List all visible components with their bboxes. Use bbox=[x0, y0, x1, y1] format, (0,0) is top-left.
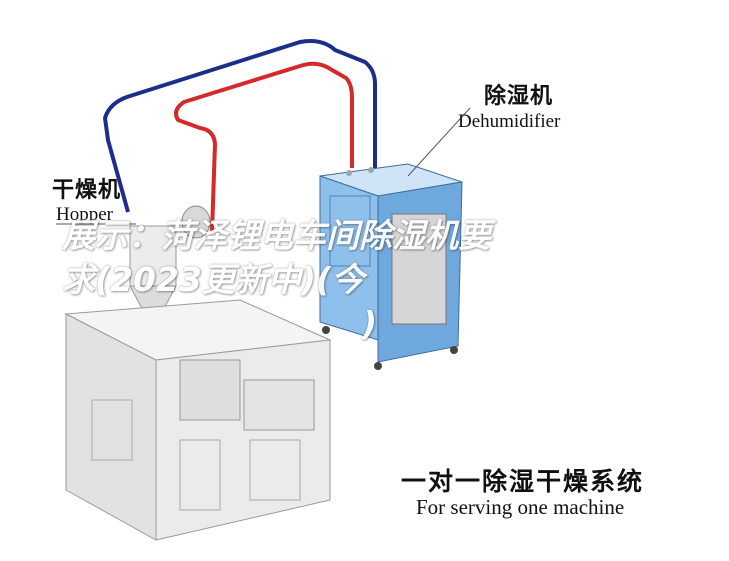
overlay-title-line-3: ) bbox=[362, 304, 378, 343]
red-return-pipe bbox=[174, 61, 354, 233]
dehumidifier-en-label: Dehumidifier bbox=[458, 111, 561, 132]
dehumidifier-leader-line bbox=[407, 107, 471, 177]
overlay-title-line-2: 求(2023更新中)(今 bbox=[62, 260, 365, 299]
overlay-title-line-1: 展示：菏泽锂电车间除湿机要 bbox=[62, 216, 491, 255]
dehumidifier-cn-label: 除湿机 bbox=[484, 84, 554, 109]
hopper-en-label: Hopper bbox=[56, 204, 113, 225]
dehumidifier-unit bbox=[319, 163, 463, 370]
injection-machine bbox=[64, 299, 332, 541]
system-cn-caption: 一对一除湿干燥系统 bbox=[401, 467, 645, 496]
system-en-caption: For serving one machine bbox=[416, 495, 625, 519]
blue-supply-pipe bbox=[103, 39, 377, 213]
overlay-title: 展示：菏泽锂电车间除湿机要 求(2023更新中)(今 ) bbox=[62, 214, 722, 346]
hopper-cn-label: 干燥机 bbox=[52, 178, 122, 203]
